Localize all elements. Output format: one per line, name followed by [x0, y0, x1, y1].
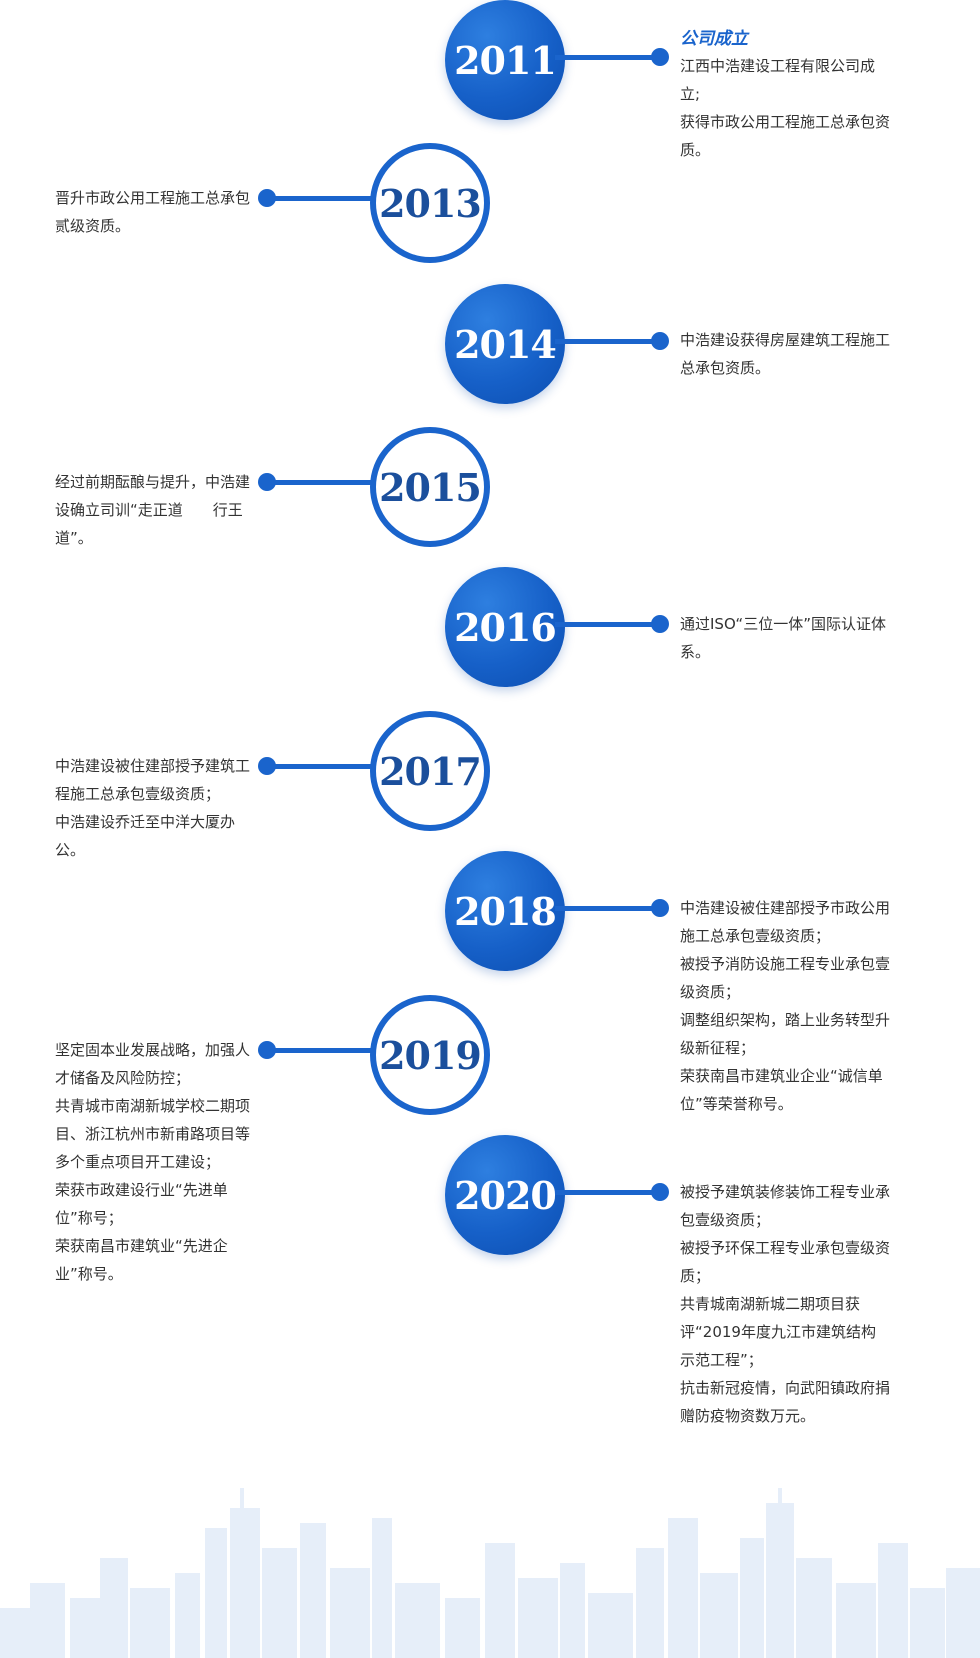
year-label: 2011 [454, 37, 557, 83]
entry-description: 中浩建设被住建部授予建筑工程施工总承包壹级资质； 中浩建设乔迁至中洋大厦办公。 [55, 752, 250, 864]
entry-line: 共青城市南湖新城学校二期项目、浙江杭州市新甫路项目等多个重点项目开工建设； [55, 1097, 251, 1171]
entry-line: 共青城南湖新城二期项目获评“2019年度九江市建筑结构示范工程”； [680, 1295, 876, 1369]
entry-description: 晋升市政公用工程施工总承包贰级资质。 [55, 184, 250, 240]
year-badge-2011: 2011 [445, 0, 565, 120]
entry-line: 被授予环保工程专业承包壹级资质； [680, 1239, 891, 1285]
entry-description: 坚定固本业发展战略，加强人才储备及风险防控； 共青城市南湖新城学校二期项目、浙江… [55, 1036, 250, 1288]
year-label: 2018 [454, 888, 557, 934]
timeline-dot [651, 899, 669, 917]
entry-line: 经过前期酝酿与提升，中浩建设确立司训“走正道 行王道”。 [55, 473, 251, 547]
entry-line: 调整组织架构，踏上业务转型升级新征程； [680, 1011, 891, 1057]
entry-line: 荣获南昌市建筑业企业“诚信单位”等荣誉称号。 [680, 1067, 883, 1113]
entry-description: 被授予建筑装修装饰工程专业承包壹级资质； 被授予环保工程专业承包壹级资质； 共青… [680, 1178, 890, 1430]
timeline-dot [258, 1041, 276, 1059]
entry-line: 荣获南昌市建筑业“先进企业”称号。 [55, 1237, 228, 1283]
connector-line [555, 339, 665, 344]
year-label: 2013 [379, 180, 482, 226]
year-badge-2019: 2019 [370, 995, 490, 1115]
connector-line [270, 764, 380, 769]
year-label: 2016 [454, 604, 557, 650]
connector-line [555, 55, 665, 60]
connector-line [270, 480, 380, 485]
timeline-dot [258, 189, 276, 207]
year-badge-2018: 2018 [445, 851, 565, 971]
timeline-dot [258, 473, 276, 491]
year-label: 2020 [454, 1172, 557, 1218]
year-label: 2017 [379, 748, 482, 794]
connector-line [555, 622, 665, 627]
year-badge-2017: 2017 [370, 711, 490, 831]
entry-line: 被授予建筑装修装饰工程专业承包壹级资质； [680, 1183, 891, 1229]
timeline-dot [651, 615, 669, 633]
entry-heading: 公司成立 [680, 29, 748, 49]
entry-line: 中浩建设被住建部授予建筑工程施工总承包壹级资质； [55, 757, 251, 803]
year-label: 2014 [454, 321, 557, 367]
year-label: 2015 [379, 464, 482, 510]
entry-line: 荣获市政建设行业“先进单位”称号； [55, 1181, 228, 1227]
year-badge-2014: 2014 [445, 284, 565, 404]
year-badge-2013: 2013 [370, 143, 490, 263]
entry-description: 公司成立 江西中浩建设工程有限公司成立; 获得市政公用工程施工总承包资质。 [680, 26, 890, 164]
connector-line [270, 1048, 380, 1053]
entry-line: 晋升市政公用工程施工总承包贰级资质。 [55, 189, 251, 235]
timeline-dot [258, 757, 276, 775]
entry-line: 江西中浩建设工程有限公司成立; [680, 57, 876, 103]
timeline-dot [651, 1183, 669, 1201]
year-badge-2015: 2015 [370, 427, 490, 547]
entry-line: 中浩建设获得房屋建筑工程施工总承包资质。 [680, 331, 891, 377]
city-skyline-illustration [0, 1488, 980, 1658]
year-badge-2020: 2020 [445, 1135, 565, 1255]
entry-description: 中浩建设被住建部授予市政公用施工总承包壹级资质； 被授予消防设施工程专业承包壹级… [680, 894, 890, 1118]
entry-line: 获得市政公用工程施工总承包资质。 [680, 113, 891, 159]
timeline-dot [651, 332, 669, 350]
entry-line: 中浩建设乔迁至中洋大厦办公。 [55, 813, 236, 859]
entry-line: 通过ISO“三位一体”国际认证体系。 [680, 615, 886, 661]
connector-line [555, 1190, 665, 1195]
entry-line: 被授予消防设施工程专业承包壹级资质； [680, 955, 891, 1001]
entry-description: 经过前期酝酿与提升，中浩建设确立司训“走正道 行王道”。 [55, 468, 250, 552]
year-label: 2019 [379, 1032, 482, 1078]
entry-description: 中浩建设获得房屋建筑工程施工总承包资质。 [680, 326, 890, 382]
connector-line [270, 196, 380, 201]
year-badge-2016: 2016 [445, 567, 565, 687]
entry-description: 通过ISO“三位一体”国际认证体系。 [680, 610, 890, 666]
entry-line: 抗击新冠疫情，向武阳镇政府捐赠防疫物资数万元。 [680, 1379, 891, 1425]
entry-line: 坚定固本业发展战略，加强人才储备及风险防控； [55, 1041, 251, 1087]
timeline-dot [651, 48, 669, 66]
entry-line: 中浩建设被住建部授予市政公用施工总承包壹级资质； [680, 899, 891, 945]
connector-line [555, 906, 665, 911]
